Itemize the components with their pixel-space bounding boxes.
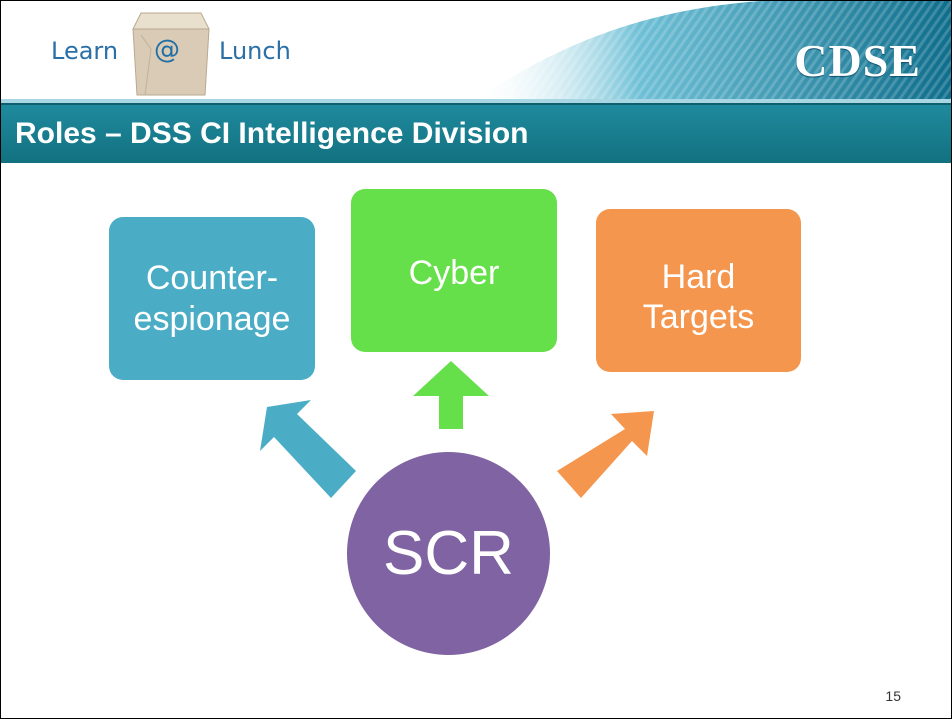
box-hard-targets-line2: Targets (642, 298, 755, 337)
cdse-logo: CDSE (794, 35, 921, 86)
box-hard-targets-line1: Hard (661, 258, 736, 296)
logo-learn-text: Learn (51, 37, 119, 65)
slide-header: Learn @ Lunch CDSE (1, 1, 951, 103)
box-cyber: Cyber (351, 189, 557, 352)
logo-lunch-text: Lunch (219, 37, 291, 65)
logo-at-symbol: @ (154, 35, 180, 65)
box-cyber-line1: Cyber (408, 254, 500, 292)
center-circle-scr: SCR (347, 452, 550, 655)
title-bar: Roles – DSS CI Intelligence Division (1, 103, 951, 163)
slide-title: Roles – DSS CI Intelligence Division (15, 117, 529, 150)
page-number: 15 (885, 688, 901, 704)
box-counterespionage: Counter- espionage (109, 217, 315, 380)
box-hard-targets: Hard Targets (596, 209, 801, 372)
box-counterespionage-line2: espionage (133, 299, 291, 338)
arrow-to-counterespionage (260, 400, 356, 498)
lunch-bag-icon (132, 12, 210, 96)
arrow-to-cyber (413, 361, 489, 429)
box-counterespionage-line1: Counter- (145, 259, 279, 298)
arrow-to-hard-targets (557, 411, 654, 498)
header-swoosh-graphic (1, 1, 951, 103)
